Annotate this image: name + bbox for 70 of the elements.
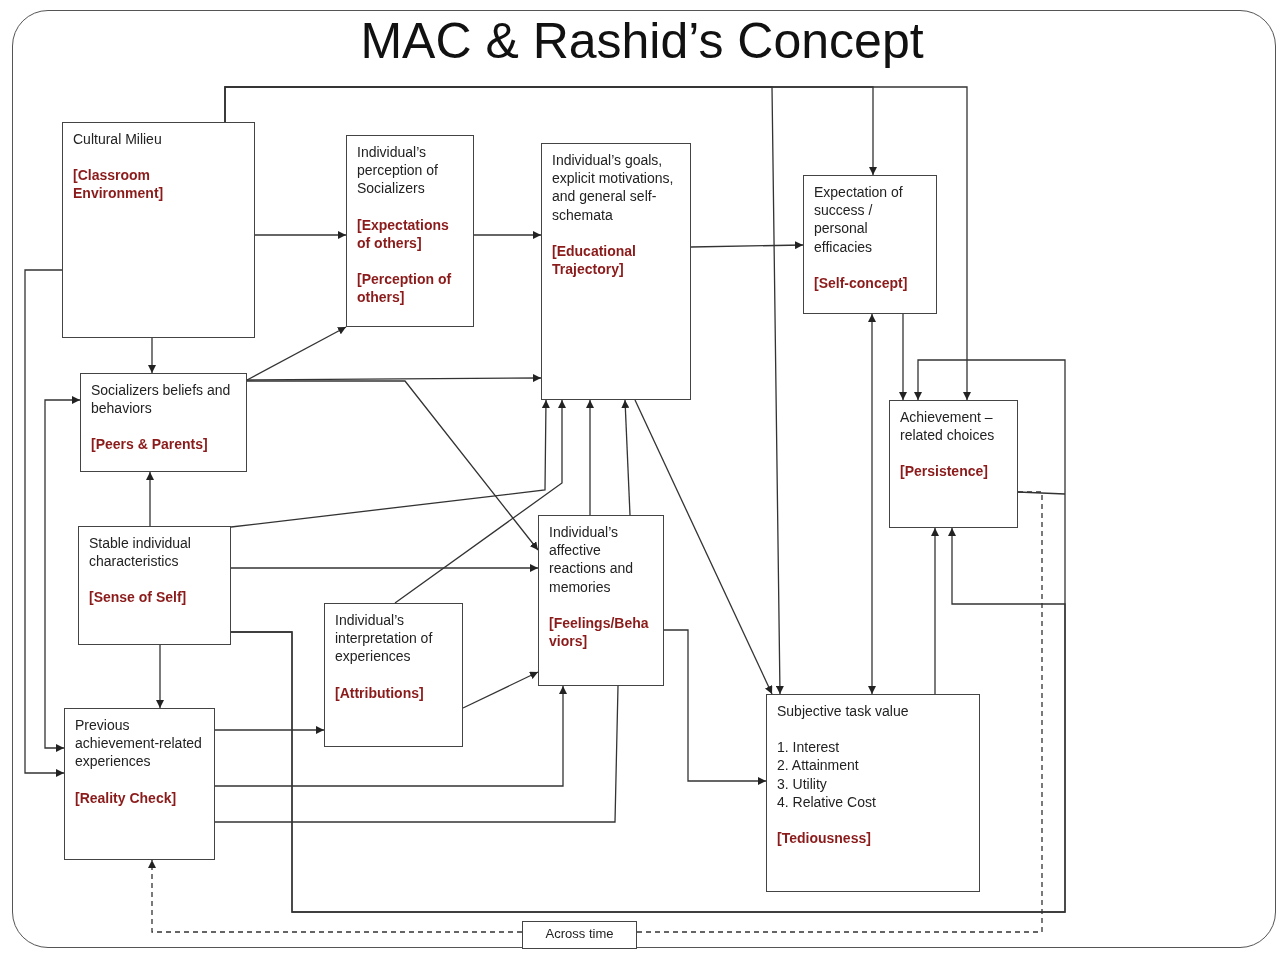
box-heading: Individual’s affective reactions and memories: [549, 523, 635, 596]
box-heading: Stable individual characteristics: [89, 534, 192, 571]
arrow: [690, 241, 804, 250]
arrow: [931, 527, 939, 695]
box-heading: Socializers beliefs and behaviors: [91, 381, 232, 418]
box-keyword: [Peers & Parents]: [91, 435, 209, 454]
list-item: 4. Relative Cost: [777, 792, 877, 811]
arrow: [246, 380, 539, 551]
box-heading: Individual’s goals, explicit motivations, and general self-schemata: [552, 151, 675, 224]
arrow: [230, 527, 1066, 913]
box-keyword: [Reality Check]: [75, 788, 178, 807]
box-keyword: [Perception of others]: [357, 269, 453, 307]
arrow: [214, 685, 567, 787]
list-item: 1. Interest: [777, 738, 841, 757]
concept-box: [803, 175, 937, 314]
box-heading: Previous achievement-related experiences: [75, 716, 203, 771]
box-keyword: [Classroom Environment]: [73, 166, 165, 203]
arrow: [148, 859, 523, 933]
concept-box: [346, 135, 474, 327]
concept-box: [889, 400, 1018, 528]
box-heading: Individual’s perception of Socializers: [357, 143, 439, 198]
box-heading: Across time: [544, 926, 615, 943]
connector-line: [214, 685, 619, 823]
arrow: [663, 629, 767, 785]
box-heading: Individual’s interpretation of experiences: [335, 611, 434, 666]
box-keyword: [Feelings/Behaviors]: [549, 613, 650, 651]
arrow: [254, 231, 347, 239]
box-heading: Expectation of success / personal efficacies: [814, 183, 904, 256]
arrow: [230, 399, 550, 528]
arrow: [214, 726, 325, 734]
arrow: [230, 564, 539, 572]
arrow: [146, 471, 154, 527]
box-keyword: [Attributions]: [335, 683, 425, 702]
concept-box: [541, 143, 691, 400]
arrow: [473, 231, 542, 239]
list-item: 2. Attainment: [777, 756, 860, 775]
arrow: [899, 313, 907, 401]
diagram-title: MAC & Rashid’s Concept: [359, 12, 925, 70]
arrow: [634, 399, 773, 695]
arrow: [394, 399, 566, 604]
concept-box: [538, 515, 664, 686]
arrow: [156, 644, 164, 709]
concept-box: [64, 708, 215, 860]
list-item: 3. Utility: [777, 774, 828, 793]
box-heading: Subjective task value: [777, 702, 910, 721]
box-keyword: [Tediousness]: [777, 828, 872, 848]
concept-box: [62, 122, 255, 338]
box-keyword: [Self-concept]: [814, 273, 909, 292]
arrow: [246, 374, 542, 383]
concept-box: [324, 603, 463, 747]
concept-box: [80, 373, 247, 472]
concept-box: [78, 526, 231, 645]
arrow: [148, 337, 156, 374]
connector-line: [636, 491, 1043, 933]
concept-box: [766, 694, 980, 892]
box-keyword: [Educational Trajectory]: [552, 241, 637, 279]
arrow: [462, 671, 539, 709]
box-keyword: [Sense of Self]: [89, 588, 188, 607]
label-box: [522, 921, 637, 949]
arrow: [586, 399, 594, 516]
box-keyword: [Expectations of others]: [357, 215, 450, 252]
box-keyword: [Persistence]: [900, 462, 989, 481]
arrow: [24, 269, 65, 777]
arrow: [224, 86, 971, 401]
arrow: [44, 396, 81, 752]
arrow: [868, 313, 876, 695]
box-heading: Cultural Milieu: [73, 130, 163, 149]
box-heading: Achievement –related choices: [900, 408, 996, 445]
arrow: [246, 326, 347, 381]
arrow: [621, 399, 631, 516]
